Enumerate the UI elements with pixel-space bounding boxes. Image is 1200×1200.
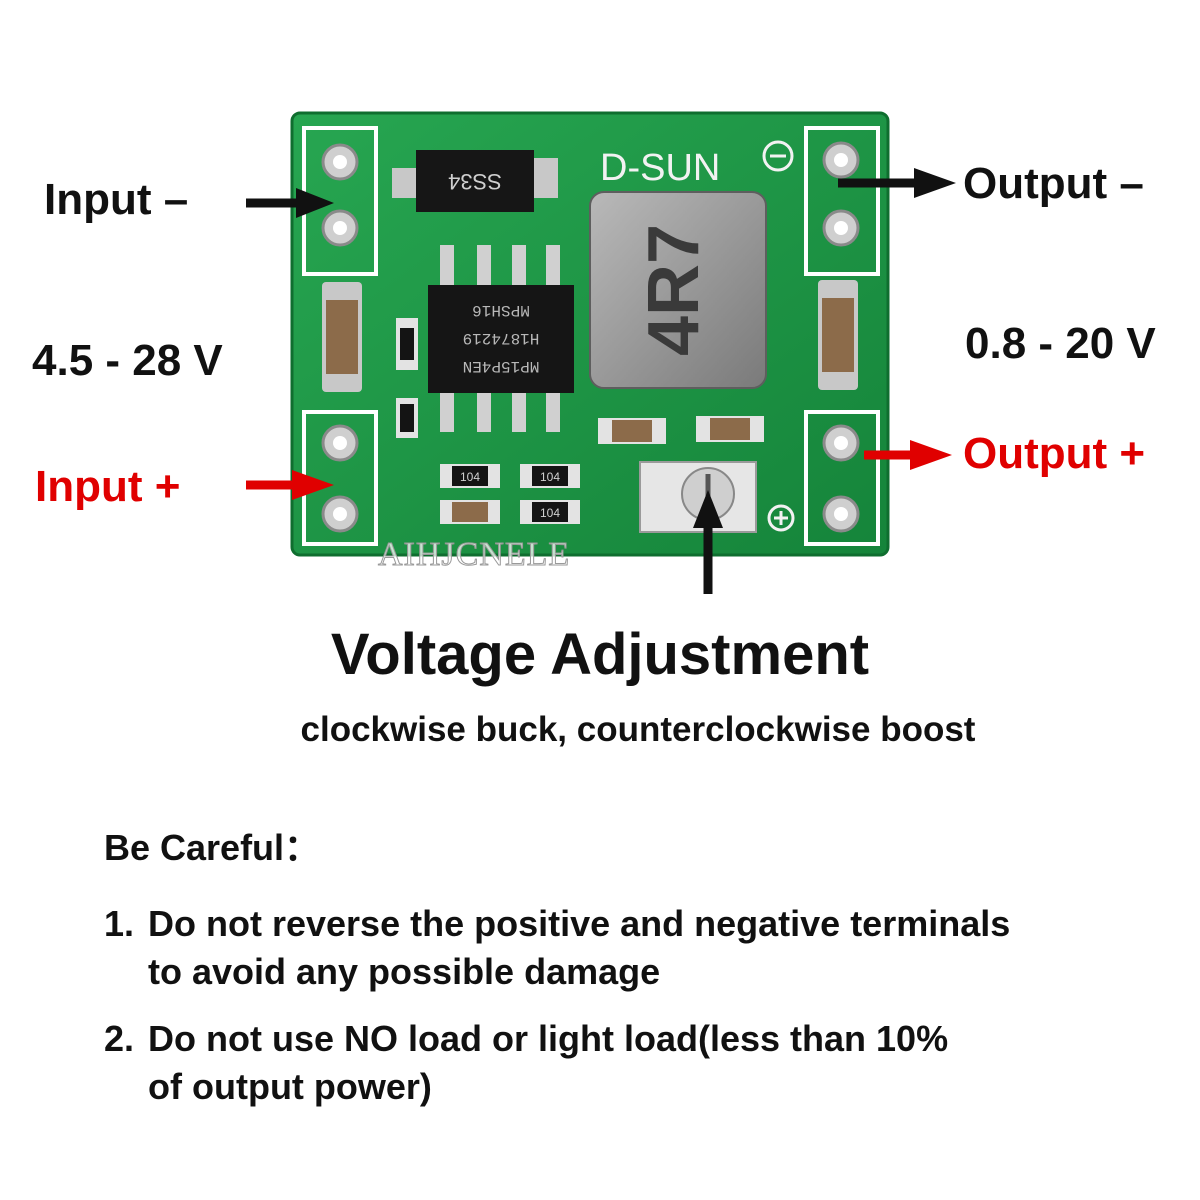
caution-item-2-number: 2.	[104, 1018, 135, 1059]
resistor-104-c-marking: 104	[540, 506, 560, 520]
output-plus-label: Output +	[963, 429, 1146, 478]
resistor-b21	[396, 398, 418, 438]
resistor-104-b-marking: 104	[540, 470, 560, 484]
ic-chip: MPSH16 H1874219 MP15P4EN	[428, 245, 574, 432]
caution-item-1-number: 1.	[104, 903, 135, 944]
watermark: AIHJCNELE	[377, 536, 571, 573]
output-voltage-label: 0.8 - 20 V	[965, 319, 1156, 368]
resistor-104-b: 104	[520, 464, 580, 488]
resistor-left	[396, 318, 418, 370]
schottky-diode: SS34	[392, 150, 558, 212]
ic-marking-1: MPSH16	[472, 301, 530, 319]
resistor-104-a: 104	[440, 464, 500, 488]
voltage-adjustment-title: Voltage Adjustment	[330, 622, 870, 687]
caution-heading: Be Careful：	[104, 827, 321, 868]
input-minus-arrow-icon	[246, 188, 334, 218]
output-minus-label: Output –	[963, 159, 1144, 208]
diode-marking: SS34	[448, 169, 502, 194]
input-capacitor	[322, 282, 362, 392]
brand-silkscreen: D-SUN	[600, 147, 720, 189]
adjust-arrow-icon	[693, 490, 723, 594]
caution-item-2-line2: of output power)	[148, 1066, 432, 1107]
caution-item-1-line1: Do not reverse the positive and negative…	[148, 903, 1011, 944]
minus-symbol-icon	[762, 140, 794, 172]
board-diagram: SS34 D-SUN 4R7 MPSH16 H1874219 MP15P4EN	[246, 111, 956, 594]
input-voltage-label: 4.5 - 28 V	[32, 336, 223, 385]
resistor-104-a-marking: 104	[460, 470, 480, 484]
output-plus-arrow-icon	[864, 440, 952, 470]
inductor-marking: 4R7	[634, 224, 714, 356]
resistor-104-c: 104	[520, 500, 580, 524]
output-minus-arrow-icon	[838, 168, 956, 198]
output-plus-pads	[804, 410, 880, 546]
output-capacitor	[818, 280, 858, 390]
inductor: 4R7	[589, 191, 767, 389]
capacitor-small-a	[440, 500, 500, 524]
capacitor-small-c	[696, 416, 764, 442]
input-plus-arrow-icon	[246, 470, 334, 500]
plus-symbol-icon	[767, 504, 795, 532]
ic-marking-3: MP15P4EN	[463, 357, 540, 375]
input-minus-label: Input –	[44, 175, 189, 224]
voltage-adjustment-subtitle: clockwise buck, counterclockwise boost	[300, 710, 976, 749]
input-plus-label: Input +	[35, 462, 181, 511]
output-minus-pads	[804, 126, 880, 276]
ic-marking-2: H1874219	[463, 329, 540, 347]
capacitor-small-b	[598, 418, 666, 444]
caution-item-2-line1: Do not use NO load or light load(less th…	[148, 1018, 949, 1059]
caution-item-1-line2: to avoid any possible damage	[148, 951, 661, 992]
